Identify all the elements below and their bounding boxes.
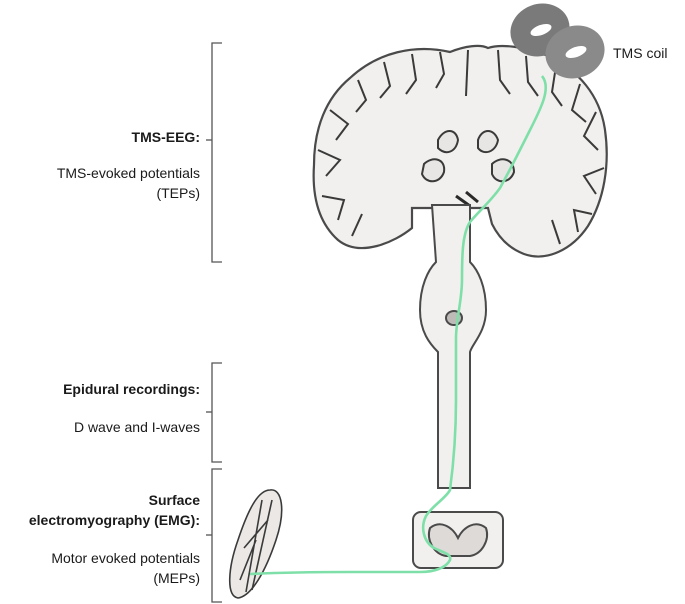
epidural-line1: D wave and I-waves [73,419,200,435]
emg-heading-line1: Surface [148,492,200,508]
brain-coronal-section [312,44,608,258]
emg-line1: Motor evoked potentials [51,550,200,566]
bracket-epidural [206,362,222,463]
tms-eeg-heading: TMS-EEG: [131,129,200,145]
emg-line2: (MEPs) [153,570,200,586]
bracket-emg [206,468,222,603]
bracket-tms-eeg [206,42,222,263]
brainstem-spinal-cord [418,204,488,489]
tms-coil-label: TMS coil [613,45,668,61]
tms-eeg-line1: TMS-evoked potentials [56,165,200,181]
spinal-cross-section [412,511,504,569]
tms-coil-icon [510,3,605,79]
corticospinal-pathway [249,75,548,576]
epidural-heading: Epidural recordings: [63,381,200,397]
muscle [228,489,283,599]
emg-heading-line2: electromyography (EMG): [28,512,200,528]
tms-eeg-line2: (TEPs) [156,185,200,201]
